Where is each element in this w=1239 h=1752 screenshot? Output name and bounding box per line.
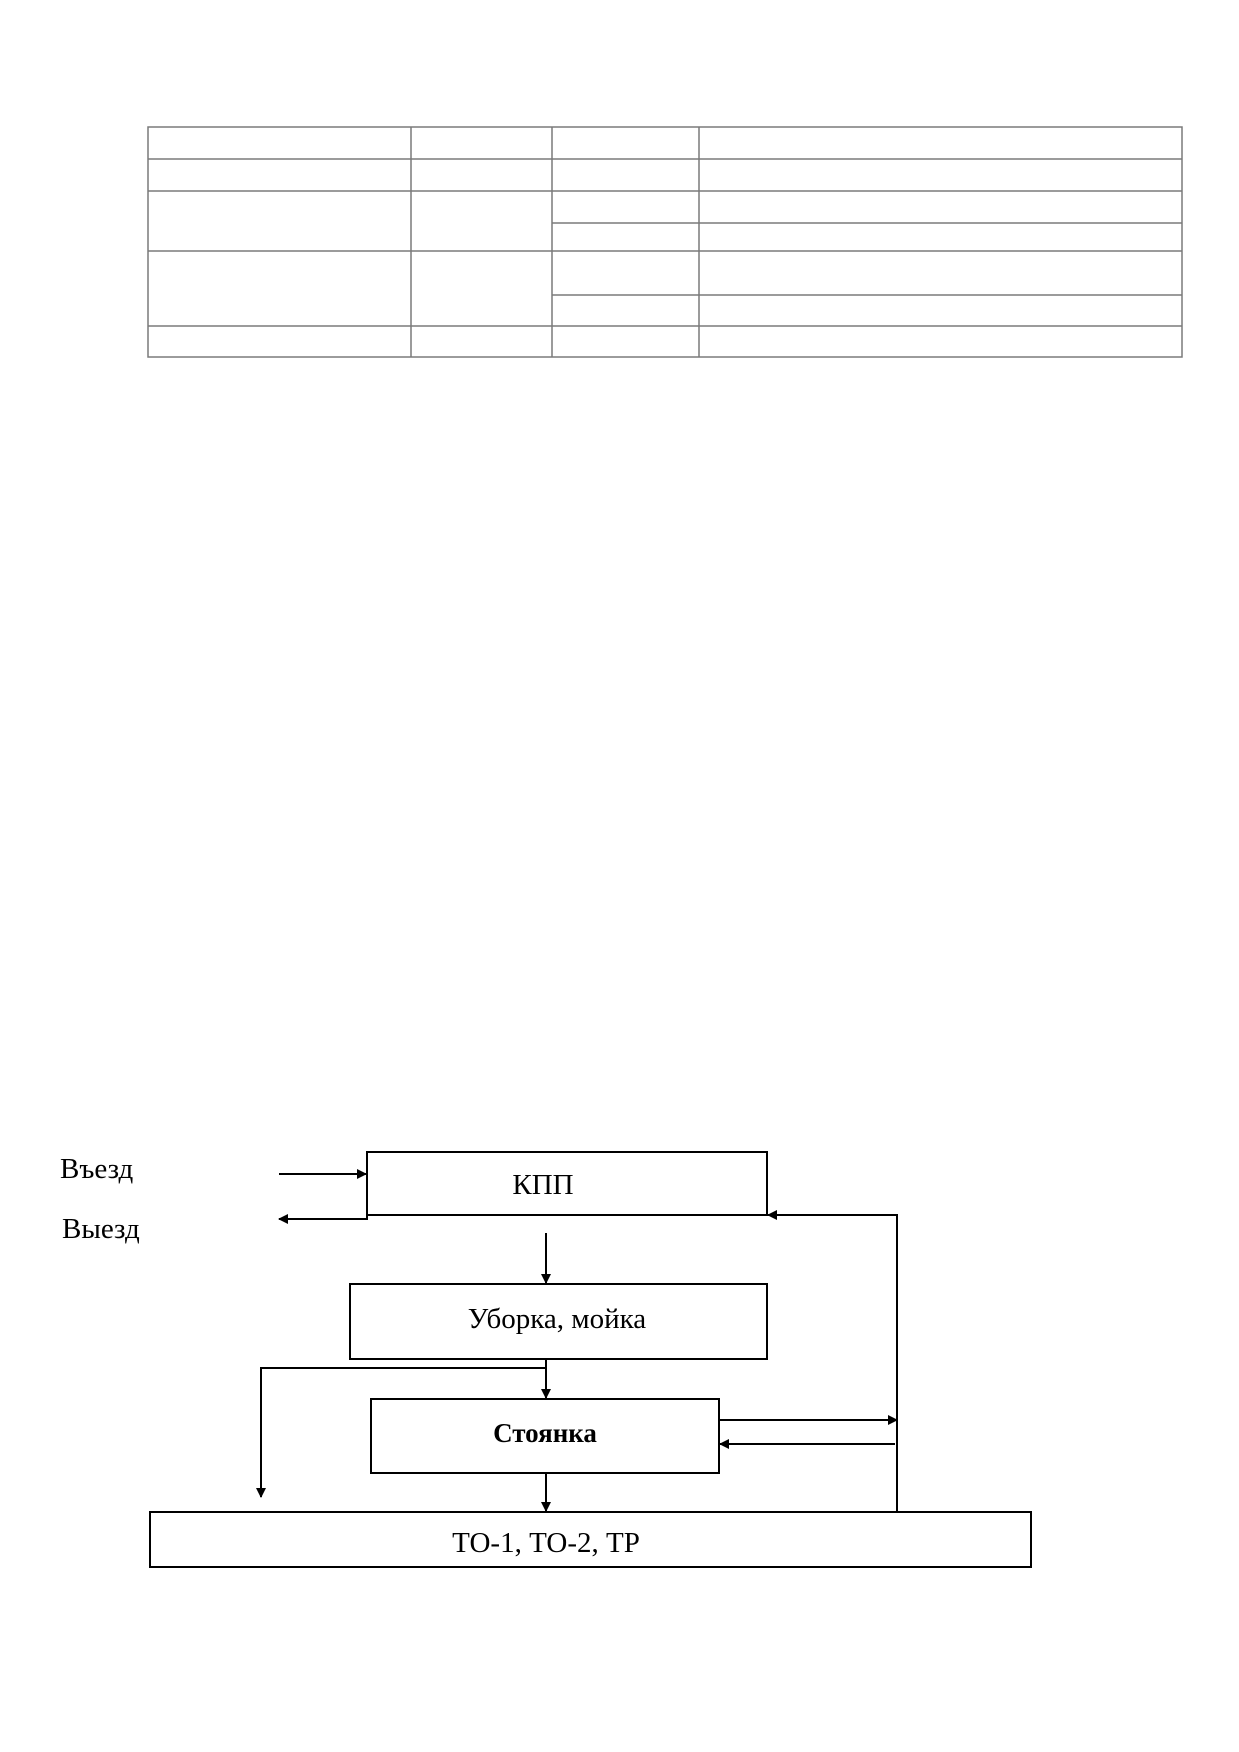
washing-to-maintenance-bypass-arrow <box>256 1367 546 1498</box>
maintenance-label: ТО-1, ТО-2, ТР <box>452 1527 640 1559</box>
table-outer-border <box>147 126 1183 358</box>
exit-arrow <box>278 1214 368 1224</box>
entry-label: Въезд <box>60 1153 133 1185</box>
checkpoint-box <box>366 1151 768 1216</box>
exit-label: Выезд <box>62 1213 140 1245</box>
maintenance-to-checkpoint-arrow <box>767 1210 898 1512</box>
flow-diagram: Въезд Выезд КПП Уборка, мойка Стоянка ТО… <box>60 1151 1032 1568</box>
checkpoint-label: КПП <box>512 1169 573 1201</box>
empty-table <box>147 126 1183 358</box>
washing-box <box>349 1283 768 1360</box>
parking-label: Стоянка <box>493 1418 597 1448</box>
maintenance-box <box>149 1511 1032 1568</box>
washing-label: Уборка, мойка <box>468 1303 647 1335</box>
